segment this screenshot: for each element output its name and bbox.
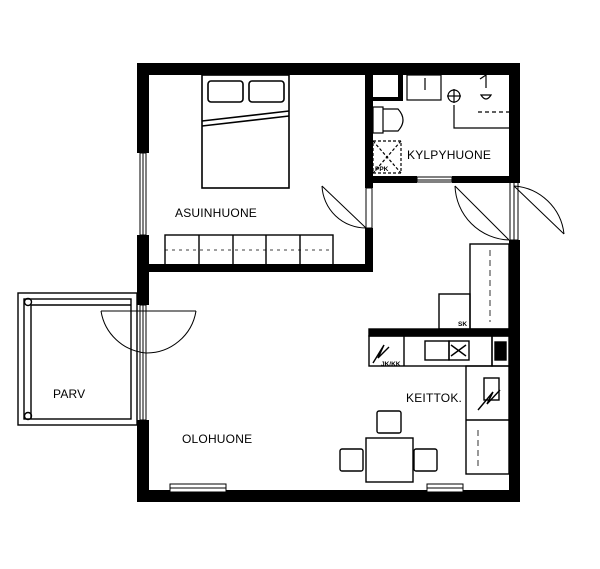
- outer-walls: [137, 63, 520, 502]
- bathroom-fixtures: [372, 74, 509, 174]
- label-balcony: PARV: [53, 387, 85, 401]
- entry-door: [454, 185, 565, 241]
- label-cleaning-closet: SK: [458, 321, 467, 328]
- dining-set: [339, 410, 438, 483]
- wardrobe: [164, 234, 334, 267]
- label-kitchen: KEITTOK.: [406, 391, 462, 405]
- bed: [201, 74, 290, 189]
- label-fridge-freezer: JK/KK: [381, 361, 401, 368]
- label-living: OLOHUONE: [182, 432, 252, 446]
- label-bathroom: KYLPYHUONE: [407, 148, 491, 162]
- balcony-door: [100, 310, 197, 354]
- interior-walls: [149, 63, 520, 272]
- balcony: [17, 292, 138, 426]
- label-bedroom: ASUINHUONE: [175, 206, 257, 220]
- label-dryer-cabinet: PPK: [375, 166, 389, 173]
- bathroom-door: [416, 176, 453, 183]
- bedroom-door: [321, 185, 373, 229]
- kitchen-counters: [368, 243, 518, 475]
